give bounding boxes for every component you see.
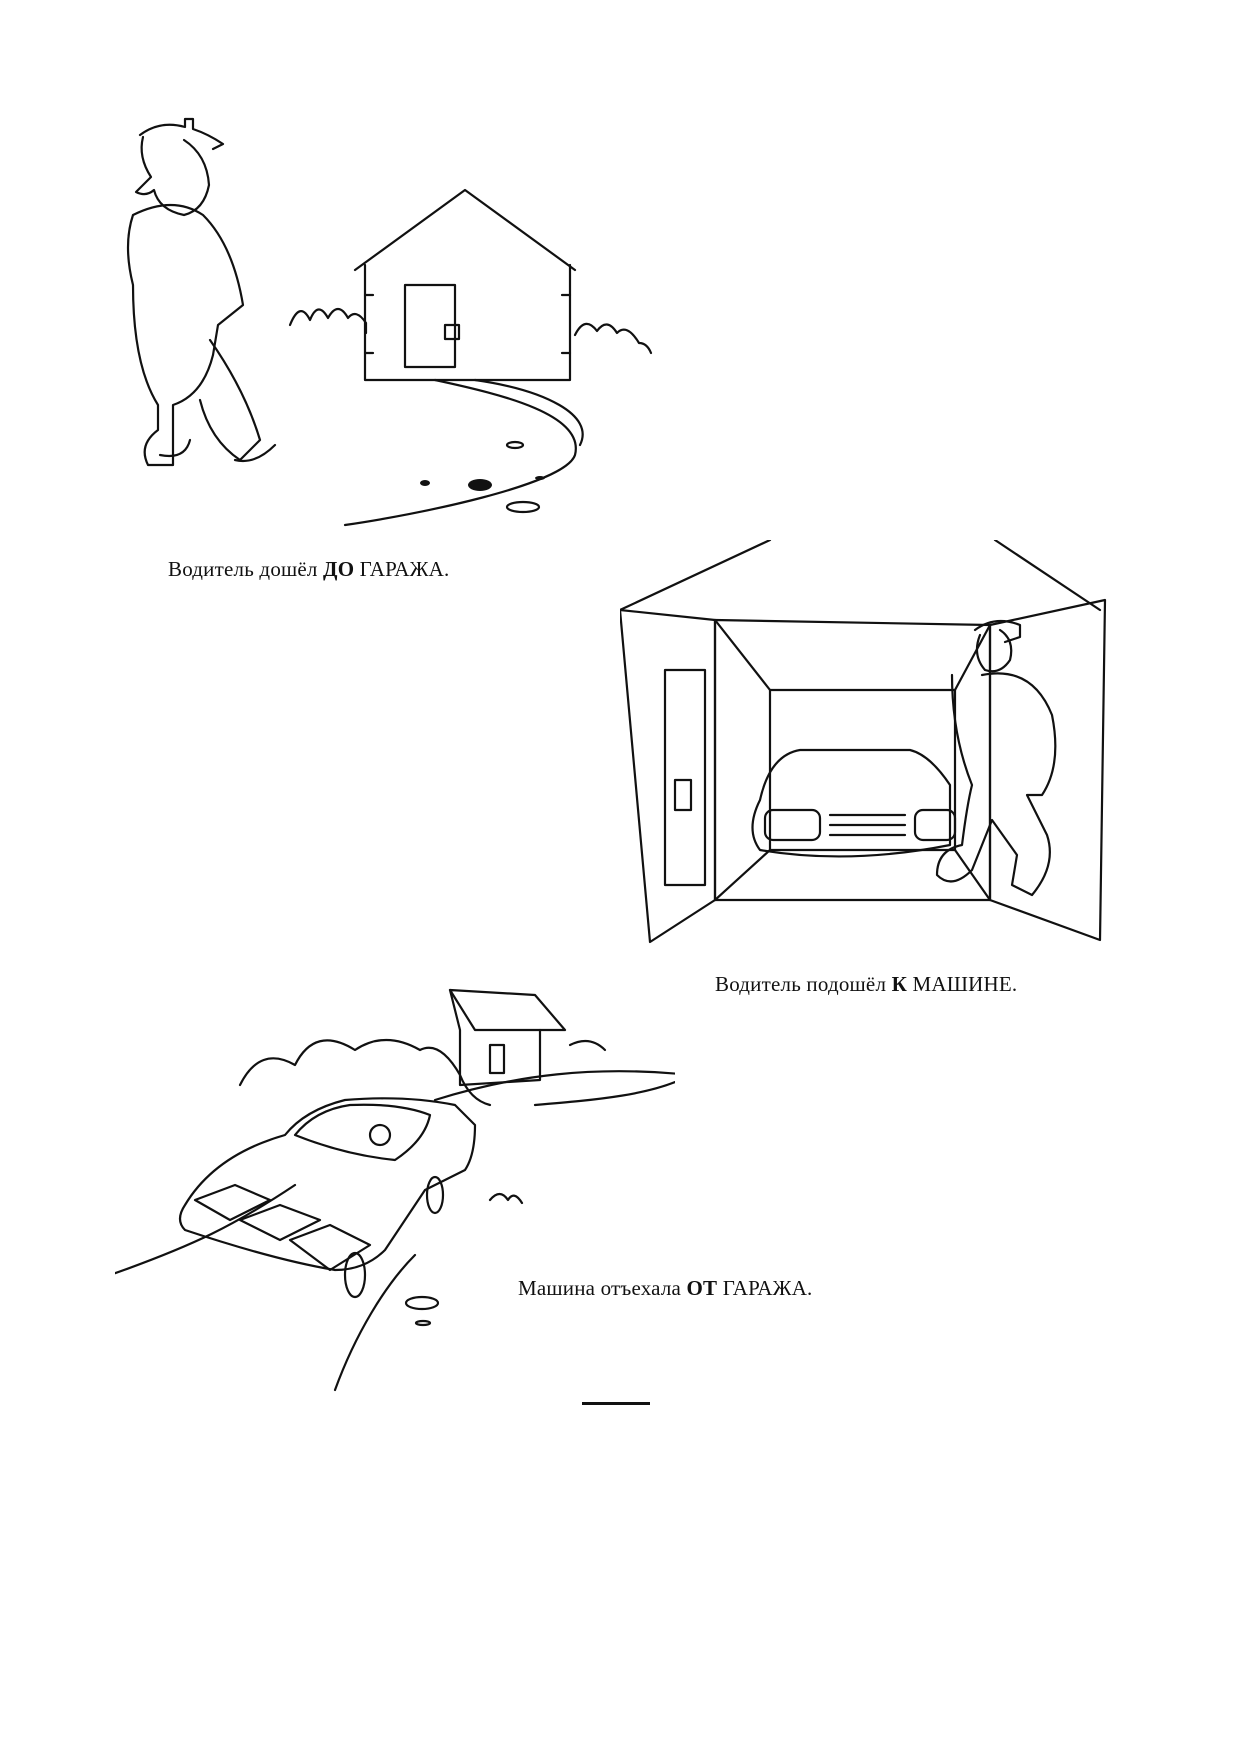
- road-drawing: [115, 1070, 675, 1392]
- page-number-line: [582, 1402, 650, 1405]
- caption-2: Водитель подошёл К МАШИНЕ.: [715, 972, 1018, 996]
- driver-at-car-drawing: [935, 619, 1057, 897]
- garage-interior-drawing: [620, 540, 1107, 944]
- car-in-garage-drawing: [751, 748, 957, 858]
- illustration-driver-to-car: [620, 540, 1140, 960]
- caption-3: Машина отъехала ОТ ГАРАЖА.: [518, 1276, 813, 1300]
- illustration-driver-to-garage: [115, 115, 675, 535]
- caption-1: Водитель дошёл ДО ГАРАЖА.: [168, 557, 450, 581]
- illustration-car-from-garage: [115, 985, 675, 1395]
- small-garage-drawing: [238, 988, 607, 1107]
- garage-drawing: [288, 188, 653, 527]
- driving-car-drawing: [178, 1097, 477, 1299]
- driver-drawing: [126, 117, 277, 467]
